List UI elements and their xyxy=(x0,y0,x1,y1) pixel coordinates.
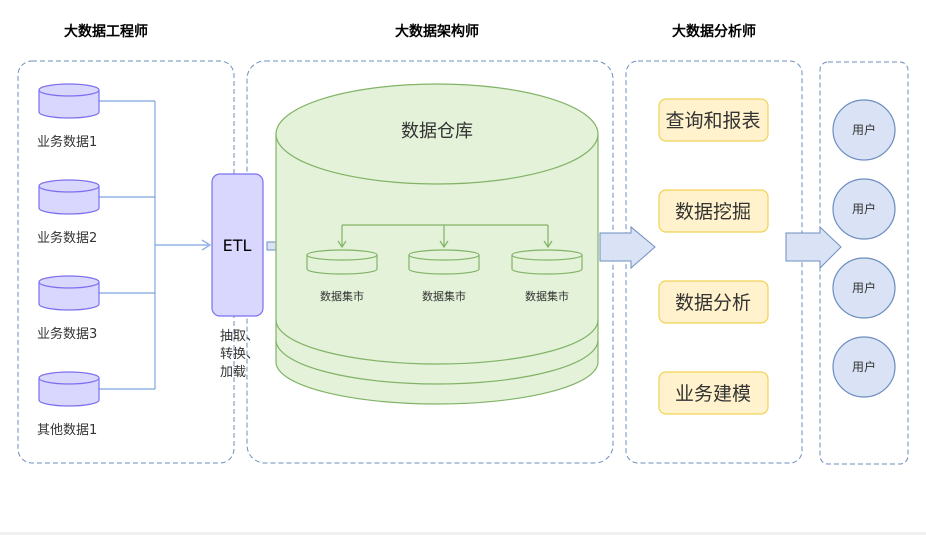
user-icon xyxy=(832,178,896,240)
data-mart: 数据集市 xyxy=(511,249,583,303)
mart-connectors xyxy=(337,224,553,249)
database-icon xyxy=(306,249,378,261)
source-database: 业务数据3 xyxy=(37,275,100,342)
analysis-label: 数据挖掘 xyxy=(675,201,751,223)
user-icon xyxy=(832,336,896,398)
etl-box xyxy=(211,173,264,317)
section-title-analyst: 大数据分析师 xyxy=(672,23,756,40)
etl-desc-line-1: 抽取、 xyxy=(220,329,259,344)
source-database: 业务数据2 xyxy=(37,179,100,246)
source-label: 业务数据2 xyxy=(37,230,97,246)
source-database: 业务数据1 xyxy=(37,83,100,150)
user-icon xyxy=(832,99,896,161)
source-connectors xyxy=(99,100,212,390)
user-node: 用户 xyxy=(832,178,896,240)
section-title-architect: 大数据架构师 xyxy=(395,23,479,40)
warehouse-to-analysis-arrow xyxy=(599,225,656,270)
source-label: 业务数据3 xyxy=(37,326,97,342)
mart-label: 数据集市 xyxy=(320,289,364,303)
user-node: 用户 xyxy=(832,336,896,398)
analyst-container xyxy=(625,60,803,464)
mart-label: 数据集市 xyxy=(525,289,569,303)
analysis-label: 业务建模 xyxy=(675,383,751,405)
user-label: 用户 xyxy=(852,201,876,216)
etl-label: ETL xyxy=(223,236,252,255)
user-label: 用户 xyxy=(852,122,876,137)
analysis-to-users-arrow xyxy=(785,225,842,270)
warehouse-label: 数据仓库 xyxy=(401,121,473,142)
user-label: 用户 xyxy=(852,359,876,374)
analysis-box: 业务建模 xyxy=(658,371,769,415)
section-title-engineer: 大数据工程师 xyxy=(64,23,148,40)
architect-container xyxy=(246,60,614,464)
data-mart: 数据集市 xyxy=(306,249,378,303)
data-mart: 数据集市 xyxy=(408,249,480,303)
database-icon xyxy=(38,371,100,385)
analysis-box: 数据挖掘 xyxy=(658,189,769,233)
source-database: 其他数据1 xyxy=(37,371,100,438)
etl-desc-line-2: 转换、 xyxy=(220,347,259,362)
analysis-box: 查询和报表 xyxy=(658,98,769,142)
user-node: 用户 xyxy=(832,257,896,319)
user-node: 用户 xyxy=(832,99,896,161)
user-label: 用户 xyxy=(852,280,876,295)
user-icon xyxy=(832,257,896,319)
database-icon xyxy=(38,83,100,97)
database-icon xyxy=(408,249,480,261)
bottom-divider xyxy=(0,532,926,535)
etl-desc-line-3: 加载 xyxy=(220,365,246,380)
analysis-label: 查询和报表 xyxy=(665,110,760,132)
analysis-label: 数据分析 xyxy=(675,292,751,314)
mart-label: 数据集市 xyxy=(422,289,466,303)
analysis-box: 数据分析 xyxy=(658,280,769,324)
database-icon xyxy=(511,249,583,261)
source-label: 业务数据1 xyxy=(37,134,97,150)
database-icon xyxy=(38,179,100,193)
source-label: 其他数据1 xyxy=(37,423,97,438)
database-icon xyxy=(38,275,100,289)
